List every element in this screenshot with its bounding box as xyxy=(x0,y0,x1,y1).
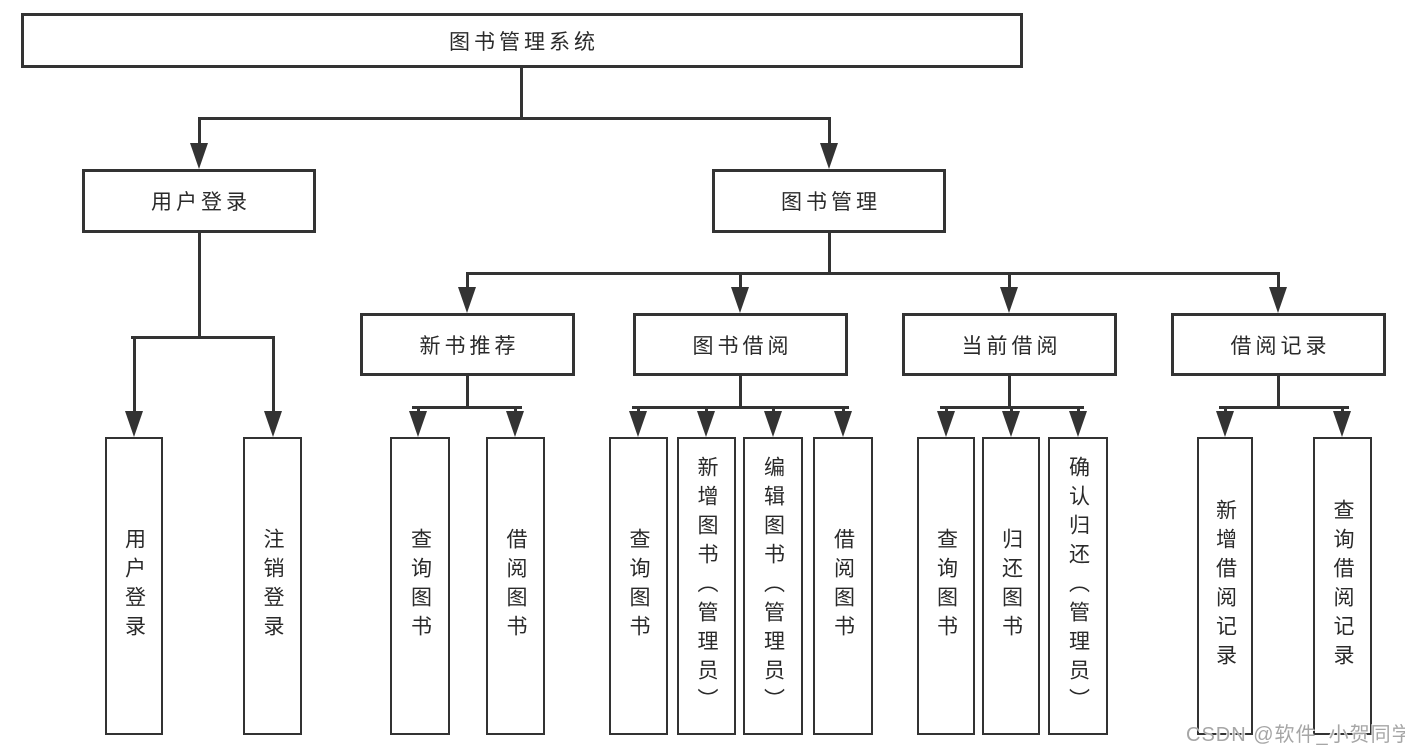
connector-borrow-records-stem xyxy=(1277,376,1280,409)
connector-stub-current-borrow xyxy=(1008,272,1011,291)
node-book-management: 图书管理 xyxy=(712,169,946,233)
connector-stub-borrow-records xyxy=(1277,272,1280,291)
leaf-query-borrow-record: 查询借阅记录 xyxy=(1313,437,1372,735)
leaf-query-books-current: 查询图书 xyxy=(917,437,975,735)
node-borrow-records: 借阅记录 xyxy=(1171,313,1386,376)
leaf-borrow-books-label: 借阅图书 xyxy=(831,528,855,644)
csdn-watermark: CSDN @软件_小贺同学 xyxy=(1186,724,1405,746)
leaf-logout-label: 注销登录 xyxy=(261,528,284,644)
node-current-borrow-label: 当前借阅 xyxy=(961,334,1062,358)
node-user-login: 用户登录 xyxy=(82,169,316,233)
connector-recommend-rail xyxy=(412,406,522,409)
connector-stub-borrow-books-recommend xyxy=(514,406,517,415)
connector-stub-leaf-user-login xyxy=(133,336,136,414)
leaf-query-books-current-label: 查询图书 xyxy=(934,528,958,644)
connector-current-borrow-stem xyxy=(1008,376,1011,409)
leaf-confirm-return-admin: 确认归还（管理员） xyxy=(1048,437,1108,735)
node-book-borrow-label: 图书借阅 xyxy=(692,334,793,358)
connector-stub-add-borrow-record xyxy=(1224,406,1227,415)
connector-user-login-rail xyxy=(131,336,275,339)
connector-stub-new-book-recommend xyxy=(466,272,469,291)
connector-book-borrow-rail xyxy=(632,406,849,409)
leaf-borrow-books-recommend-label: 借阅图书 xyxy=(504,528,527,644)
connector-stub-book-borrow xyxy=(739,272,742,291)
connector-stub-leaf-logout xyxy=(272,336,275,414)
leaf-edit-book-admin: 编辑图书（管理员） xyxy=(743,437,803,735)
connector-stub-borrow-books xyxy=(842,406,845,415)
arrowhead-current-borrow xyxy=(1000,287,1018,313)
connector-stub-query-books-recommend xyxy=(417,406,420,415)
leaf-query-books-borrow: 查询图书 xyxy=(609,437,668,735)
leaf-edit-book-admin-label: 编辑图书（管理员） xyxy=(761,455,785,717)
leaf-user-login: 用户登录 xyxy=(105,437,163,735)
connector-book-management-stem xyxy=(828,233,831,275)
connector-stub-edit-book xyxy=(772,406,775,415)
node-current-borrow: 当前借阅 xyxy=(902,313,1117,376)
node-new-book-recommend-label: 新书推荐 xyxy=(419,334,520,358)
arrowhead-confirm-return xyxy=(1069,411,1087,437)
arrowhead-borrow-books-recommend xyxy=(506,411,524,437)
node-root: 图书管理系统 xyxy=(21,13,1023,68)
arrowhead-return-book xyxy=(1002,411,1020,437)
leaf-add-borrow-record: 新增借阅记录 xyxy=(1197,437,1253,735)
leaf-add-book-admin-label: 新增图书（管理员） xyxy=(695,455,718,717)
arrowhead-user-login xyxy=(190,143,208,169)
node-user-login-label: 用户登录 xyxy=(151,191,251,214)
leaf-logout: 注销登录 xyxy=(243,437,302,735)
connector-root-stem xyxy=(520,68,523,120)
connector-stub-query-books-borrow xyxy=(637,406,640,415)
node-new-book-recommend: 新书推荐 xyxy=(360,313,575,376)
connector-level2-rail xyxy=(198,117,831,120)
connector-book-borrow-stem xyxy=(739,376,742,409)
connector-level3-rail xyxy=(466,272,1280,275)
arrowhead-add-book xyxy=(697,411,715,437)
connector-stub-confirm-return xyxy=(1077,406,1080,415)
leaf-query-books-recommend-label: 查询图书 xyxy=(408,528,432,644)
connector-stub-return-book xyxy=(1010,406,1013,415)
arrowhead-leaf-user-login xyxy=(125,411,143,437)
leaf-borrow-books: 借阅图书 xyxy=(813,437,873,735)
connector-stub-user-login xyxy=(198,117,201,147)
arrowhead-query-books-current xyxy=(937,411,955,437)
connector-recommend-stem xyxy=(466,376,469,409)
leaf-confirm-return-admin-label: 确认归还（管理员） xyxy=(1066,455,1090,717)
node-borrow-records-label: 借阅记录 xyxy=(1230,334,1331,358)
arrowhead-new-book-recommend xyxy=(458,287,476,313)
leaf-borrow-books-recommend: 借阅图书 xyxy=(486,437,545,735)
node-book-management-label: 图书管理 xyxy=(781,191,881,214)
node-root-label: 图书管理系统 xyxy=(449,30,599,54)
leaf-query-books-recommend: 查询图书 xyxy=(390,437,450,735)
arrowhead-edit-book xyxy=(764,411,782,437)
arrowhead-query-borrow-record xyxy=(1333,411,1351,437)
connector-stub-query-books-current xyxy=(945,406,948,415)
arrowhead-leaf-logout xyxy=(264,411,282,437)
leaf-add-borrow-record-label: 新增借阅记录 xyxy=(1213,499,1237,673)
connector-stub-book-management xyxy=(828,117,831,147)
arrowhead-book-borrow xyxy=(731,287,749,313)
leaf-return-book: 归还图书 xyxy=(982,437,1040,735)
connector-stub-add-book xyxy=(705,406,708,415)
leaf-user-login-label: 用户登录 xyxy=(122,528,146,644)
node-book-borrow: 图书借阅 xyxy=(633,313,848,376)
leaf-query-borrow-record-label: 查询借阅记录 xyxy=(1331,499,1354,673)
leaf-return-book-label: 归还图书 xyxy=(999,528,1023,644)
arrowhead-query-books-recommend xyxy=(409,411,427,437)
leaf-query-books-borrow-label: 查询图书 xyxy=(627,528,650,644)
arrowhead-borrow-books xyxy=(834,411,852,437)
connector-user-login-stem xyxy=(198,233,201,338)
connector-borrow-records-rail xyxy=(1219,406,1349,409)
arrowhead-query-books-borrow xyxy=(629,411,647,437)
connector-stub-query-borrow-record xyxy=(1341,406,1344,415)
arrowhead-add-borrow-record xyxy=(1216,411,1234,437)
leaf-add-book-admin: 新增图书（管理员） xyxy=(677,437,736,735)
arrowhead-book-management xyxy=(820,143,838,169)
arrowhead-borrow-records xyxy=(1269,287,1287,313)
